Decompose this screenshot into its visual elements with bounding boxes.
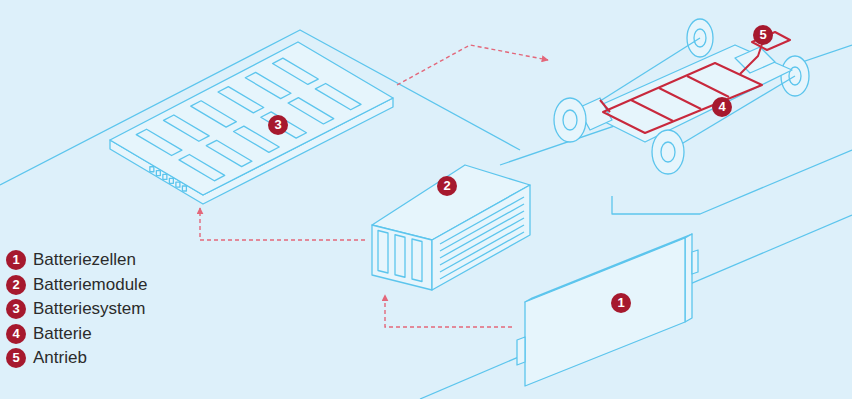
battery-rail xyxy=(659,88,701,109)
flow-arrow xyxy=(397,45,548,85)
legend-label: Batterie xyxy=(33,323,92,345)
plate-rib xyxy=(179,155,225,181)
callout-number: 4 xyxy=(712,97,732,117)
battery-system-drawing xyxy=(110,42,393,204)
battery-rail xyxy=(687,76,729,97)
plate-connector xyxy=(156,171,160,176)
legend-label: Antrieb xyxy=(33,347,87,369)
plate-rib xyxy=(261,112,307,138)
callout-number: 1 xyxy=(611,293,631,313)
legend-row: 3 Batteriesystem xyxy=(6,298,145,320)
callout-number: 2 xyxy=(437,176,457,196)
ground-lines xyxy=(0,30,852,399)
ground-line xyxy=(612,150,852,214)
plate-top xyxy=(110,42,393,195)
module-cell-end xyxy=(378,231,388,274)
callout-number: 3 xyxy=(6,299,26,319)
legend-row: 1 Batteriezellen xyxy=(6,249,136,271)
module-side xyxy=(432,185,530,290)
battery-system-part: 3 xyxy=(105,38,397,208)
callout-number: 2 xyxy=(6,275,26,295)
legend-row: 2 Batteriemodule xyxy=(6,274,147,296)
chassis-floor xyxy=(585,45,792,142)
plate-rib xyxy=(191,101,237,127)
module-cell-end xyxy=(412,239,422,282)
plate-rib xyxy=(136,129,182,155)
module-groove xyxy=(440,218,524,265)
plate-rib xyxy=(288,98,334,124)
plate-connector xyxy=(163,174,167,179)
plate-rib xyxy=(164,115,210,141)
cell-tab xyxy=(692,250,698,274)
module-groove xyxy=(440,211,524,258)
plate-connector xyxy=(176,182,180,187)
callout-number: 5 xyxy=(753,25,773,45)
flow-arrow xyxy=(385,295,512,327)
plate-rib xyxy=(245,72,291,98)
flow-arrow xyxy=(200,208,365,240)
plate-rib xyxy=(206,140,252,166)
legend-row: 4 Batterie xyxy=(6,323,92,345)
module-end xyxy=(372,225,432,290)
battery-rail xyxy=(631,100,673,121)
legend-label: Batteriezellen xyxy=(33,249,136,271)
callout-number: 5 xyxy=(6,348,26,368)
battery-cell-part: 1 xyxy=(512,232,698,390)
module-groove xyxy=(440,204,524,251)
hub xyxy=(661,142,675,162)
cell-tab xyxy=(517,337,525,365)
vehicle-part: 45 xyxy=(548,2,810,177)
legend-label: Batteriesystem xyxy=(33,298,145,320)
plate-rib xyxy=(218,87,264,113)
module-groove xyxy=(440,225,524,272)
callout-number: 1 xyxy=(6,250,26,270)
battery-cell-drawing xyxy=(517,234,698,386)
callout-number: 3 xyxy=(268,115,288,135)
drive-cable xyxy=(740,44,762,74)
module-groove xyxy=(440,197,524,244)
plate-rib xyxy=(273,58,319,84)
callout-number: 4 xyxy=(6,324,26,344)
cell-face xyxy=(525,238,685,386)
wheel xyxy=(652,130,684,174)
battery-module-drawing xyxy=(372,165,530,290)
battery-module-part: 2 xyxy=(365,160,540,295)
cell-side xyxy=(685,234,692,322)
module-groove xyxy=(440,232,524,279)
wheel xyxy=(554,98,586,142)
plate-connector xyxy=(150,167,154,172)
battery-outline xyxy=(603,63,762,133)
vehicle-chassis-drawing xyxy=(554,19,809,174)
battery-cable xyxy=(600,100,610,112)
battery-drawing xyxy=(600,32,790,133)
module-cell-end xyxy=(395,235,405,278)
plate-rib xyxy=(315,83,361,109)
legend-label: Batteriemodule xyxy=(33,274,147,296)
hub xyxy=(563,110,577,130)
plate-connector xyxy=(169,178,173,183)
plate-connector xyxy=(182,186,186,191)
near-wheels xyxy=(554,98,684,174)
legend-row: 5 Antrieb xyxy=(6,347,87,369)
